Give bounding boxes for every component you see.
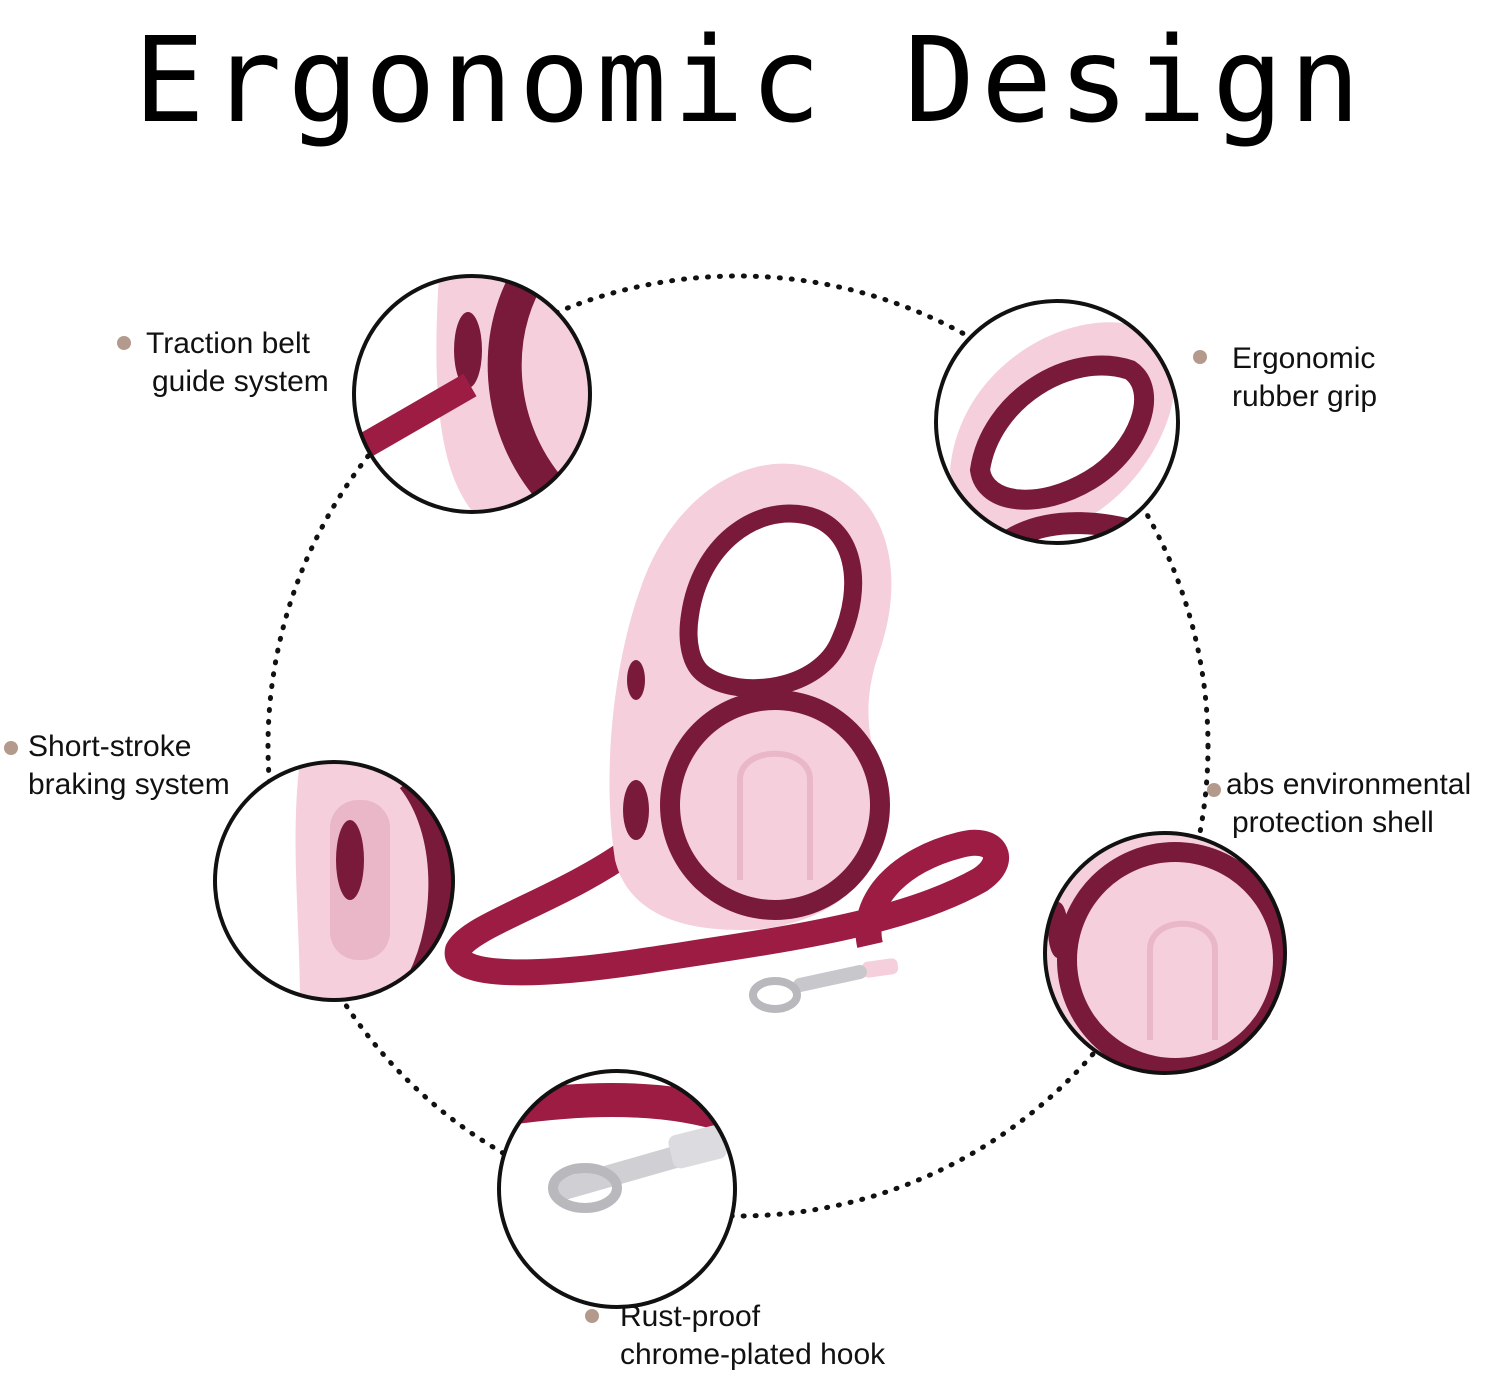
bullet-dot [585, 1309, 599, 1323]
feature-line: chrome-plated hook [620, 1338, 886, 1371]
bullet-dot [117, 336, 131, 350]
feature-chrome-hook: Rust-proof chrome-plated hook [620, 1298, 885, 1374]
zoom-abs-shell [1043, 831, 1287, 1075]
feature-line: guide system [152, 365, 329, 398]
feature-line: Traction belt [146, 327, 310, 360]
feature-line: Rust-proof [620, 1300, 761, 1333]
zoom-chrome-hook [497, 1069, 737, 1309]
page-title: Ergonomic Design [133, 11, 1367, 149]
feature-line: Ergonomic [1232, 342, 1376, 375]
feature-line: protection shell [1232, 806, 1434, 839]
feature-line: Short-stroke [28, 730, 192, 763]
feature-traction-belt: Traction belt guide system [146, 325, 329, 401]
feature-braking-system: Short-stroke braking system [28, 728, 230, 804]
feature-rubber-grip: Ergonomic rubber grip [1232, 340, 1377, 416]
feature-line: abs environmental [1226, 768, 1472, 801]
zoom-rubber-grip [934, 299, 1180, 545]
zoom-traction-belt [352, 274, 592, 514]
zoom-braking-system [213, 760, 455, 1002]
feature-line: rubber grip [1232, 380, 1378, 413]
leash-product [444, 463, 1009, 1013]
bullet-dot [1193, 350, 1207, 364]
bullet-dot [4, 741, 18, 755]
bullet-dot [1207, 783, 1221, 797]
dotted-ring [265, 273, 1211, 1219]
feature-line: braking system [28, 768, 230, 801]
feature-abs-shell: abs environmental protection shell [1226, 766, 1471, 842]
